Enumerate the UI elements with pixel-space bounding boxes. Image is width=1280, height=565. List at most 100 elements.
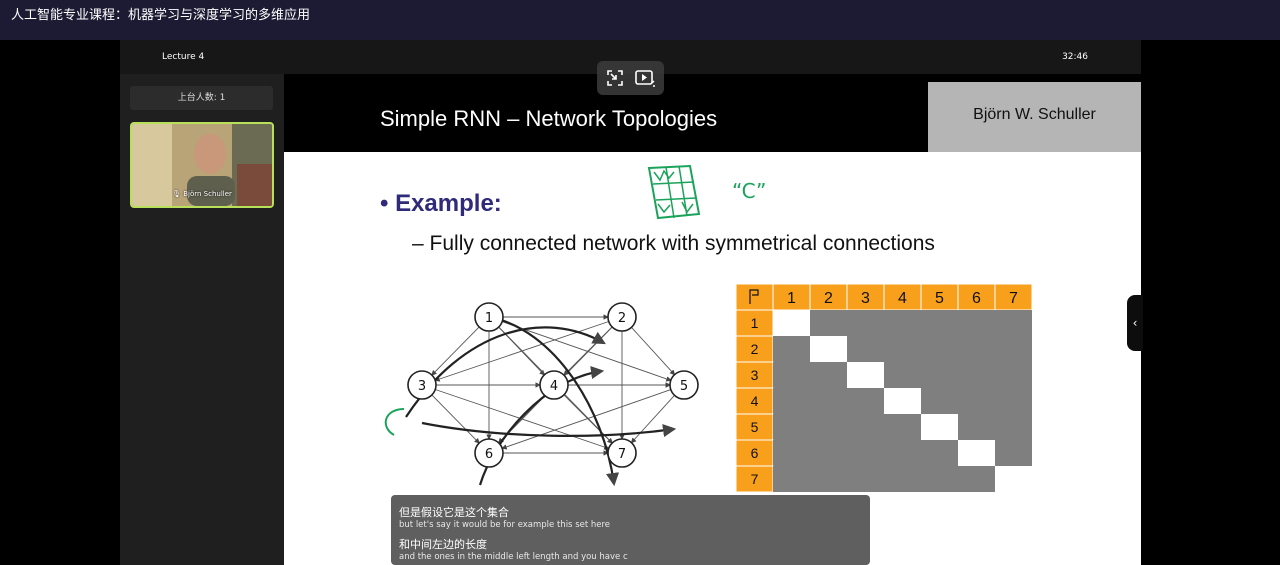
matrix-cell [958, 388, 995, 414]
video-controls [597, 61, 664, 95]
matrix-cell [995, 440, 1032, 466]
slide-title: Simple RNN – Network Topologies [380, 106, 718, 131]
matrix-cell [773, 388, 810, 414]
matrix-cell [958, 362, 995, 388]
matrix-row-header [736, 361, 774, 389]
matrix-cell [921, 414, 958, 440]
matrix-cell [884, 440, 921, 466]
matrix-cell [847, 414, 884, 440]
subtitle-en-2: and the ones in the middle left length a… [399, 552, 628, 562]
subtitle-cn-2: 和中间左边的长度 [399, 538, 487, 551]
matrix-row-label: 7 [751, 471, 759, 487]
self-loop-3 [384, 408, 405, 436]
matrix-cell [995, 466, 1032, 492]
subtitle-cn-1: 但是假设它是这个集合 [399, 506, 509, 519]
graph-node [474, 302, 504, 332]
matrix-col-label: 3 [861, 290, 870, 307]
matrix-cell [921, 336, 958, 362]
matrix-cell [921, 388, 958, 414]
matrix-cell [810, 336, 847, 362]
graph-node [539, 370, 569, 400]
matrix-col-label: 5 [935, 290, 944, 307]
ai-video-icon[interactable] [633, 66, 657, 90]
bullet-text: Example: [395, 190, 502, 217]
matrix-cell [995, 388, 1032, 414]
top-bar: 人工智能专业课程：机器学习与深度学习的多维应用 [0, 0, 1280, 40]
graph-node [607, 302, 637, 332]
bold-edge [488, 315, 620, 487]
speaker-video [132, 124, 272, 206]
matrix-cell [810, 388, 847, 414]
graph-node-label: 3 [418, 379, 426, 394]
graph-node [407, 370, 437, 400]
graph-edge [497, 317, 672, 382]
matrix-cell [958, 440, 995, 466]
matrix-cell [958, 466, 995, 492]
matrix-col-label: 6 [972, 290, 981, 307]
matrix-cell [773, 336, 810, 362]
matrix-cell [921, 362, 958, 388]
exit-fullscreen-icon[interactable] [603, 66, 627, 90]
matrix-row-label: 1 [751, 315, 759, 331]
mic-icon: 🎙 [172, 190, 181, 198]
matrix-cell [921, 440, 958, 466]
subbullet-marker: – [412, 232, 424, 255]
bullet-marker: • [380, 190, 389, 217]
matrix-cell [958, 414, 995, 440]
bold-edge [405, 326, 606, 418]
matrix-cell [847, 388, 884, 414]
graph-node-label: 6 [485, 447, 493, 462]
matrix-row-label: 6 [751, 445, 759, 461]
matrix-cell [884, 362, 921, 388]
matrix-cell [921, 466, 958, 492]
matrix-row-label: 2 [751, 341, 759, 357]
speaker-name: 🎙 Björn Schuller [172, 190, 232, 198]
bullet-example: • Example: [380, 190, 502, 218]
matrix-cell [847, 440, 884, 466]
matrix-col-label: 4 [898, 290, 907, 307]
matrix-cell [884, 414, 921, 440]
matrix-cell [810, 362, 847, 388]
slide: Simple RNN – Network Topologies Björn W.… [284, 74, 1141, 565]
matrix-cell [847, 310, 884, 336]
course-title: 人工智能专业课程：机器学习与深度学习的多维应用 [11, 8, 311, 23]
speaker-video-tile[interactable]: 🎙 Björn Schuller [130, 122, 274, 208]
matrix-cell [810, 414, 847, 440]
matrix-cell [847, 336, 884, 362]
graph-node [607, 438, 637, 468]
graph-node-label: 1 [485, 311, 493, 326]
lecture-timer: 32:46 [1062, 52, 1088, 62]
matrix-col-label: 2 [824, 290, 833, 307]
matrix-cell [995, 362, 1032, 388]
bold-edge [478, 365, 605, 486]
matrix-cell [810, 440, 847, 466]
matrix-cell [958, 310, 995, 336]
subbullet-text: Fully connected network with symmetrical… [429, 232, 935, 255]
matrix-cell [773, 440, 810, 466]
chevron-left-icon[interactable]: ‹ [1127, 295, 1143, 351]
graph-node [669, 370, 699, 400]
graph-node-label: 7 [618, 447, 626, 462]
matrix-cell [958, 336, 995, 362]
matrix-col-header [883, 284, 922, 311]
graph-edge [630, 390, 680, 444]
graph-node-label: 4 [550, 379, 558, 394]
bold-edge [421, 421, 677, 438]
matrix-row-label: 4 [751, 393, 759, 409]
subbullet: – Fully connected network with symmetric… [412, 232, 935, 256]
graph-node-label: 2 [618, 311, 626, 326]
author-box: Björn W. Schuller [928, 82, 1141, 152]
lecture-name: Lecture 4 [162, 52, 205, 62]
matrix-col-label: 1 [787, 290, 796, 307]
graph-node [474, 438, 504, 468]
matrix-cell [995, 336, 1032, 362]
matrix-cell [810, 310, 847, 336]
matrix-cell [995, 414, 1032, 440]
annotation-letter: “C” [732, 179, 766, 203]
matrix-row-header [736, 465, 774, 493]
matrix-cell [921, 310, 958, 336]
